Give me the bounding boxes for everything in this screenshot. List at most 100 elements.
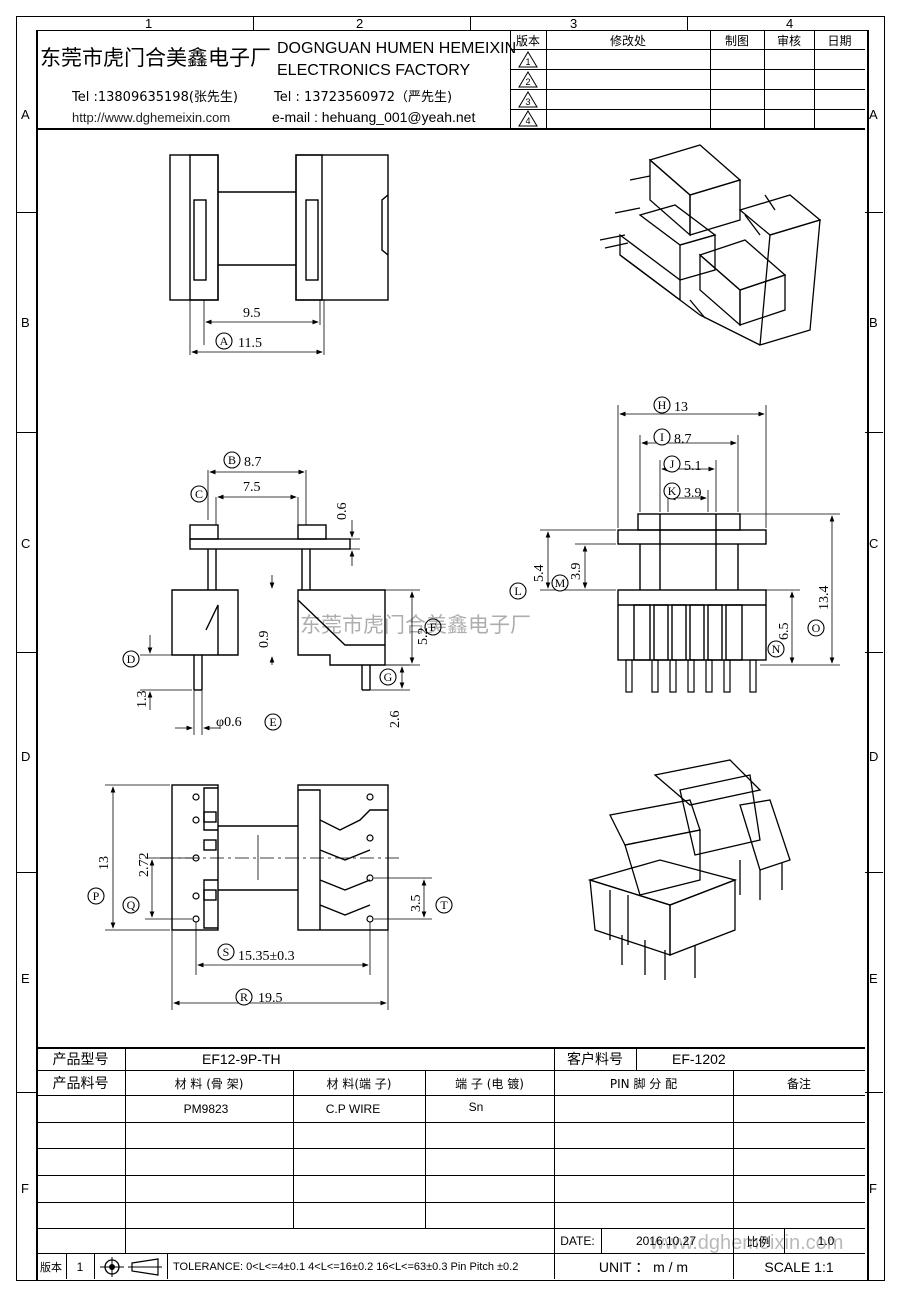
contact-tel-2: Tel : 13723560972（严先生) (274, 90, 453, 105)
product-model-value: EF12-9P-TH (202, 1051, 281, 1067)
grid-row-label: E (21, 971, 30, 986)
dim-value-gap: 0.9 (257, 631, 272, 649)
grid-row-label: B (869, 315, 878, 330)
dim-label-l: L (514, 584, 521, 598)
product-pn-label: 产品料号 (52, 1076, 109, 1092)
tolerance-text: TOLERANCE: 0<L<=4±0.1 4<L<=16±0.2 16<L<=… (173, 1260, 519, 1273)
grid-row-label: F (21, 1181, 29, 1196)
contact-tel-1: Tel :13809635198(张先生) (72, 90, 238, 105)
grid-row-label: E (869, 971, 878, 986)
rev-header-version: 版本 (515, 33, 540, 48)
col-terminal-plating: 端 子 (电 镀) (455, 1076, 524, 1091)
dim-label-g: G (384, 670, 393, 684)
isometric-view-top (599, 144, 822, 346)
side-view-drawing (140, 469, 420, 735)
revision-mark: 1 (525, 57, 531, 67)
grid-row-label: B (21, 315, 30, 330)
revision-mark: 2 (525, 77, 531, 87)
dim-value-n: 6.5 (777, 623, 792, 641)
customer-pn-value: EF-1202 (672, 1051, 726, 1067)
terminal-plating-value: Sn (468, 1100, 484, 1114)
dim-label-a: A (220, 334, 229, 348)
grid-row-label: A (21, 107, 30, 122)
date-label: DATE: (560, 1234, 595, 1248)
dim-value-k: 3.9 (684, 486, 702, 501)
dim-label-m: M (555, 576, 566, 590)
dim-value-r: 19.5 (258, 991, 283, 1006)
dim-value-i: 8.7 (674, 432, 692, 447)
dim-label-b: B (228, 453, 236, 467)
rev-header-date: 日期 (827, 33, 852, 48)
grid-tick (865, 1092, 883, 1093)
material-bobbin-value: PM9823 (183, 1102, 229, 1116)
company-name-en-1: DOGNGUAN HUMEN HEMEIXIN (277, 40, 517, 57)
dim-label-j: J (670, 457, 675, 471)
grid-row-label: C (869, 536, 879, 551)
company-name-cn: 东莞市虎门合美鑫电子厂 (40, 46, 271, 70)
dim-value-g: 2.6 (388, 711, 403, 729)
dim-value-inner: 9.5 (243, 306, 261, 321)
rev-header-change: 修改处 (609, 33, 646, 48)
col-remark: 备注 (786, 1076, 811, 1091)
dim-value-s: 15.35±0.3 (238, 949, 295, 964)
grid-tick (16, 212, 36, 213)
ratio-label: 比例 (746, 1234, 771, 1249)
grid-col-label: 4 (786, 16, 794, 31)
ratio-value: 1.0 (817, 1234, 835, 1248)
dim-label-e: E (269, 715, 276, 729)
col-material-bobbin: 材 料 (骨 架) (174, 1076, 244, 1091)
grid-tick (253, 16, 254, 30)
dim-value-q: 2.72 (137, 853, 152, 878)
revision-triangle-icon (518, 110, 538, 127)
material-terminal-value: C.P WIRE (325, 1102, 381, 1116)
revision-mark: 4 (525, 116, 531, 126)
date-value: 2016.10.27 (635, 1234, 697, 1248)
grid-tick (865, 652, 883, 653)
rev-header-checked: 审核 (776, 33, 801, 48)
rev-header-drawn: 制图 (724, 33, 749, 48)
dim-value-flange: 0.6 (335, 503, 350, 521)
company-url[interactable]: http://www.dghemeixin.com (72, 110, 231, 125)
dim-value-b: 8.7 (244, 455, 262, 470)
dim-label-p: P (93, 889, 100, 903)
dim-label-t: T (440, 898, 448, 912)
grid-row-label: D (21, 749, 31, 764)
dim-label-n: N (772, 642, 781, 656)
customer-pn-label: 客户料号 (567, 1052, 623, 1068)
product-model-label: 产品型号 (52, 1052, 109, 1068)
watermark-text: 东莞市虎门合美鑫电子厂 (300, 613, 531, 637)
dim-label-s: S (223, 945, 230, 959)
scale-text: SCALE 1:1 (764, 1258, 834, 1275)
dim-value-t: 3.5 (409, 895, 424, 913)
grid-row-label: D (869, 749, 879, 764)
contact-email[interactable]: e-mail : hehuang_001@yeah.net (272, 109, 476, 125)
header-divider (36, 128, 865, 130)
title-block: 产品型号 EF12-9P-TH 客户料号 EF-1202 产品料号 材 料 (骨… (36, 1047, 865, 1279)
dim-value-h: 13 (674, 400, 688, 415)
grid-tick (865, 212, 883, 213)
revision-triangle-icon (518, 51, 538, 68)
outer-border (16, 16, 885, 1281)
isometric-view-bottom (587, 759, 791, 980)
top-view-drawing (169, 154, 389, 355)
grid-col-label: 3 (570, 16, 578, 31)
revision-mark: 3 (525, 97, 531, 107)
grid-row-label: A (869, 107, 878, 122)
version-label: 版本 (40, 1260, 62, 1274)
revision-triangle-icon (518, 91, 538, 108)
dim-label-d: D (127, 652, 136, 666)
grid-tick (865, 432, 883, 433)
grid-tick (16, 872, 36, 873)
dim-value-d: 1.3 (135, 691, 150, 709)
dim-label-r: R (240, 990, 248, 1004)
dim-value-e: φ0.6 (216, 715, 242, 730)
watermark-url: www.dghemeixin.com (650, 1232, 844, 1254)
front-view-drawing (540, 405, 840, 693)
dim-label-q: Q (127, 898, 136, 912)
dim-value-j: 5.1 (684, 459, 702, 474)
grid-col-label: 2 (356, 16, 364, 31)
dim-label-o: O (812, 621, 821, 635)
grid-tick (16, 652, 36, 653)
dim-value-a: 11.5 (238, 336, 262, 351)
